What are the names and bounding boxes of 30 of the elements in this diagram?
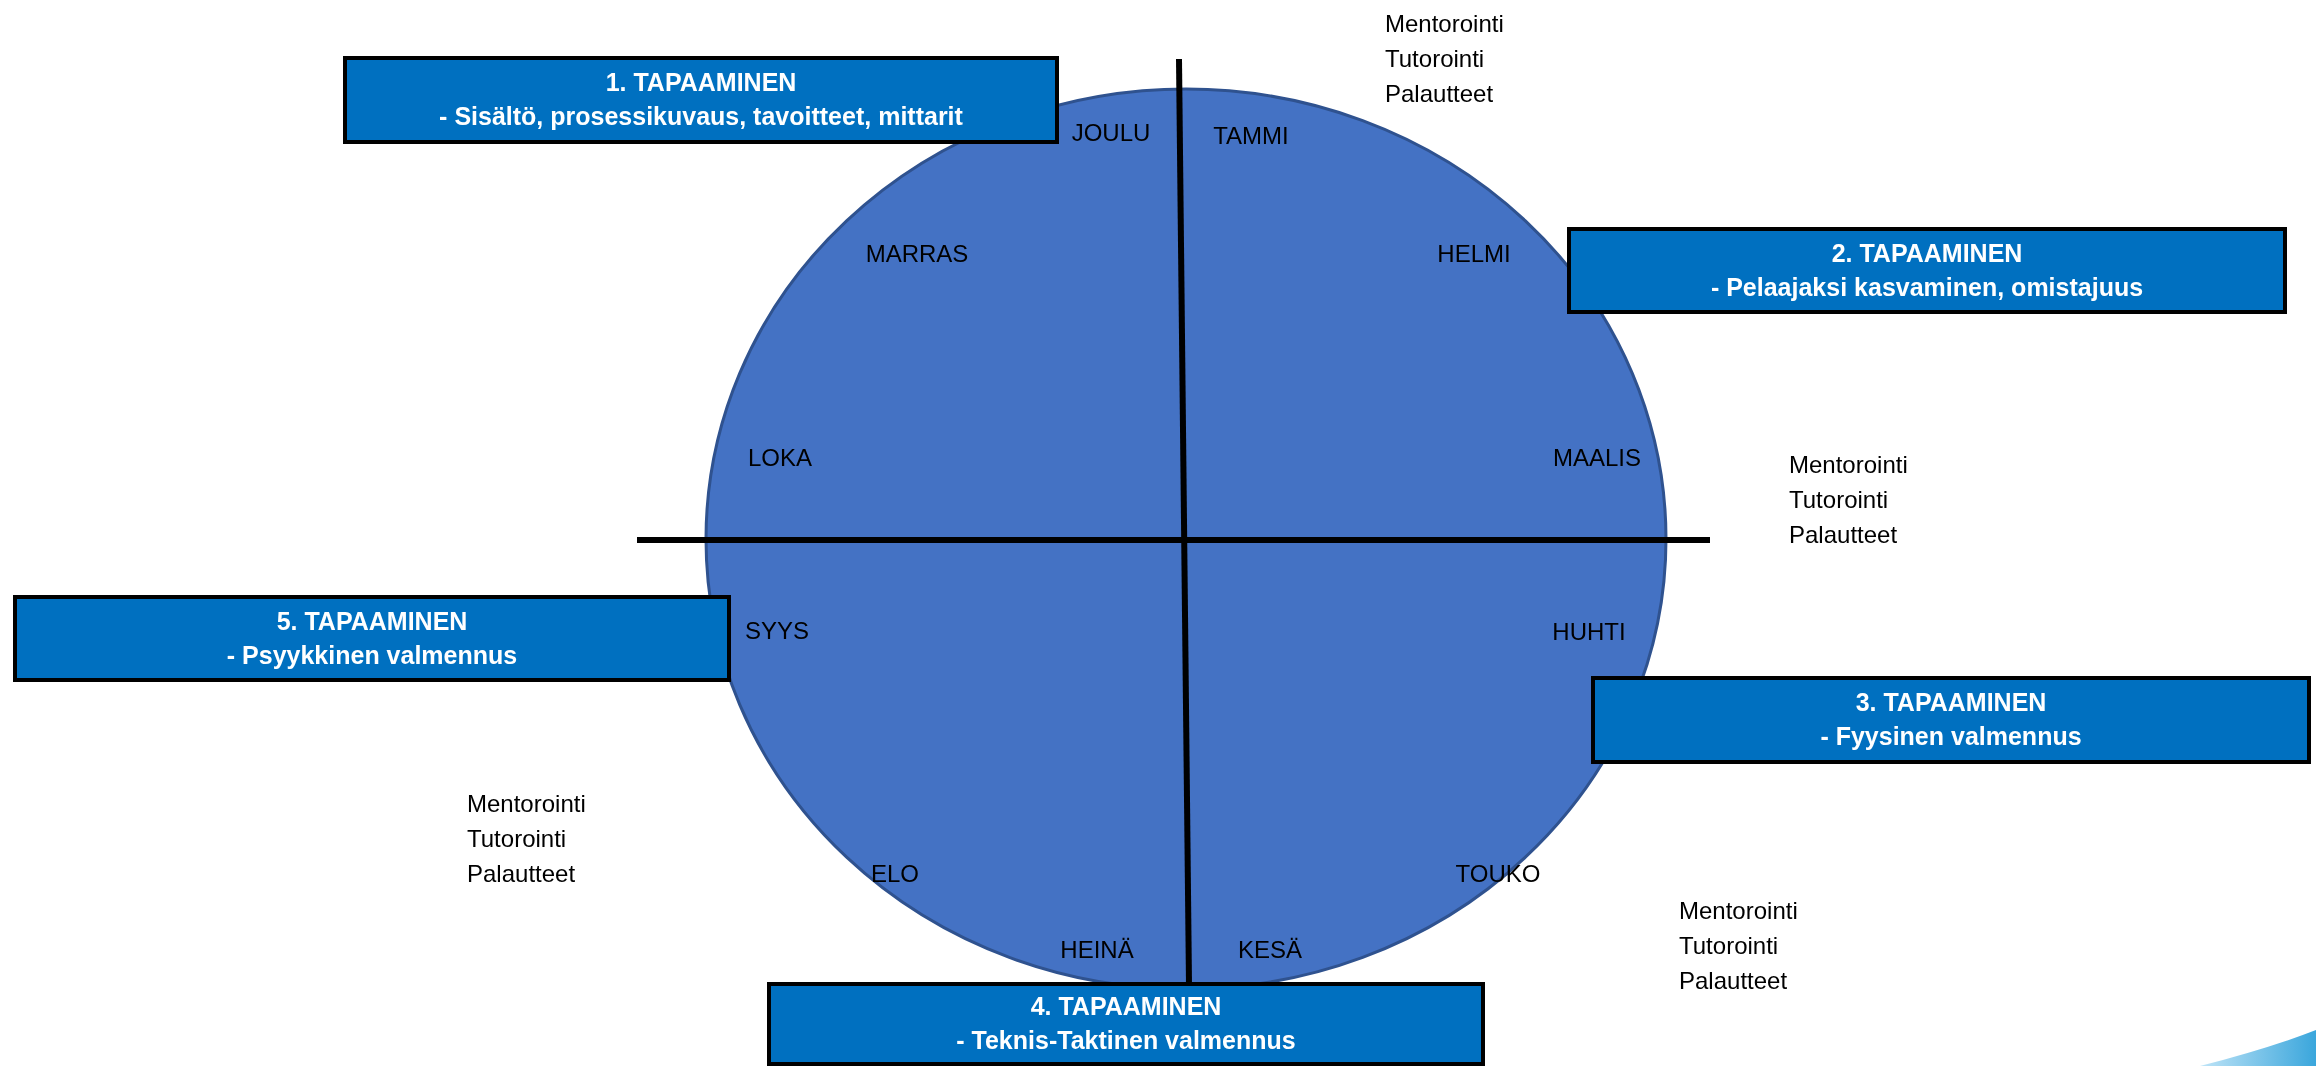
activity-list: Mentorointi Tutorointi Palautteet [1679,894,1798,999]
meeting-title: 1. TAPAAMINEN [604,67,798,99]
meeting-box [767,982,1485,1066]
activity-list: Mentorointi Tutorointi Palautteet [467,787,586,892]
month-label: MARRAS [865,240,969,268]
meeting-box [1567,227,2287,314]
meeting-box [1591,676,2311,764]
meeting-title: 3. TAPAAMINEN [1854,687,2048,719]
meeting-topic: - Sisältö, prosessikuvaus, tavoitteet, mittarit [438,101,964,132]
month-label: TAMMI [1213,122,1289,150]
month-label: KESÄ [1238,936,1302,964]
month-label: JOULU [1071,119,1151,147]
meeting-title: 2. TAPAAMINEN [1830,237,2024,269]
meeting-topic: - Fyysinen valmennus [1819,721,2083,752]
month-label: SYYS [745,617,809,645]
month-label: LOKA [748,444,812,472]
month-label: HELMI [1437,240,1511,268]
meeting-topic: - Teknis-Taktinen valmennus [955,1025,1297,1056]
meeting-topic: - Psyykkinen valmennus [225,639,519,671]
activity-list: Mentorointi Tutorointi Palautteet [1385,7,1504,112]
month-label: HEINÄ [1060,936,1134,964]
month-label: MAALIS [1553,444,1641,472]
month-label: ELO [871,860,919,888]
activity-list: Mentorointi Tutorointi Palautteet [1789,448,1908,553]
meeting-box [13,595,731,682]
meeting-topic: - Pelaajaksi kasvaminen, omistajuus [1709,271,2145,303]
meeting-box [343,56,1059,144]
meeting-title: 5. TAPAAMINEN [275,605,469,637]
meeting-title: 4. TAPAAMINEN [1029,991,1223,1023]
month-label: HUHTI [1552,618,1626,646]
